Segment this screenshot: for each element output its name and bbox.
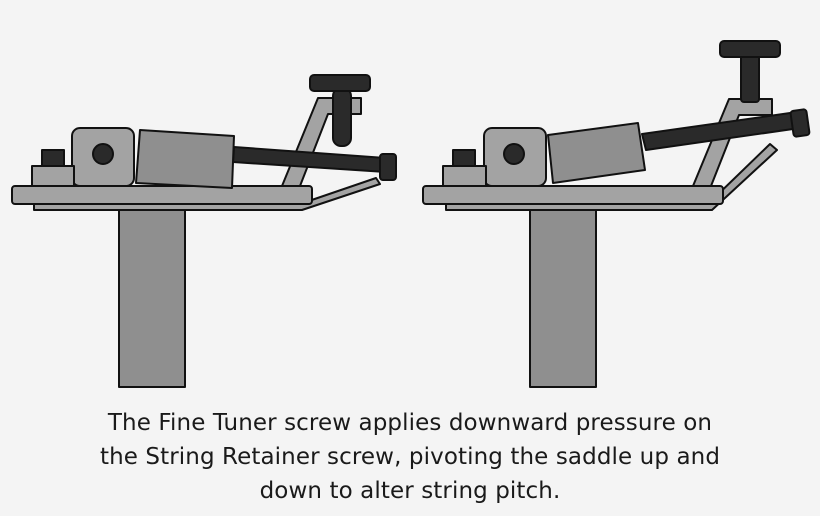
fine-tuner-shaft-right (740, 53, 760, 103)
saddle-nub-right (452, 149, 476, 167)
caption-line-3: down to alter string pitch. (259, 478, 561, 504)
saddle-hole-right (503, 143, 525, 165)
retainer-screw-end-right (789, 108, 811, 138)
fine-tuner-shaft-left (332, 87, 352, 147)
caption-line-1: The Fine Tuner screw applies downward pr… (107, 410, 713, 436)
retainer-screw-end-left (379, 153, 397, 181)
diagram-caption: The Fine Tuner screw applies downward pr… (10, 406, 810, 508)
saddle-step-left (31, 165, 75, 187)
bridge-assembly-right (422, 40, 811, 388)
bridge-post-left (118, 204, 186, 388)
base-plate-right (422, 185, 724, 205)
saddle-step-right (442, 165, 487, 187)
base-plate-left (11, 185, 313, 205)
fine-tuner-diagram (11, 40, 811, 388)
bridge-post-right (529, 204, 597, 388)
bridge-assembly-left (11, 74, 397, 388)
saddle-nub-left (41, 149, 65, 167)
fine-tuner-knob-right (719, 40, 781, 58)
caption-line-2: the String Retainer screw, pivoting the … (99, 444, 721, 470)
saddle-hole-left (92, 143, 114, 165)
saddle-left (135, 129, 235, 189)
saddle-right (547, 122, 646, 184)
fine-tuner-knob-left (309, 74, 371, 92)
